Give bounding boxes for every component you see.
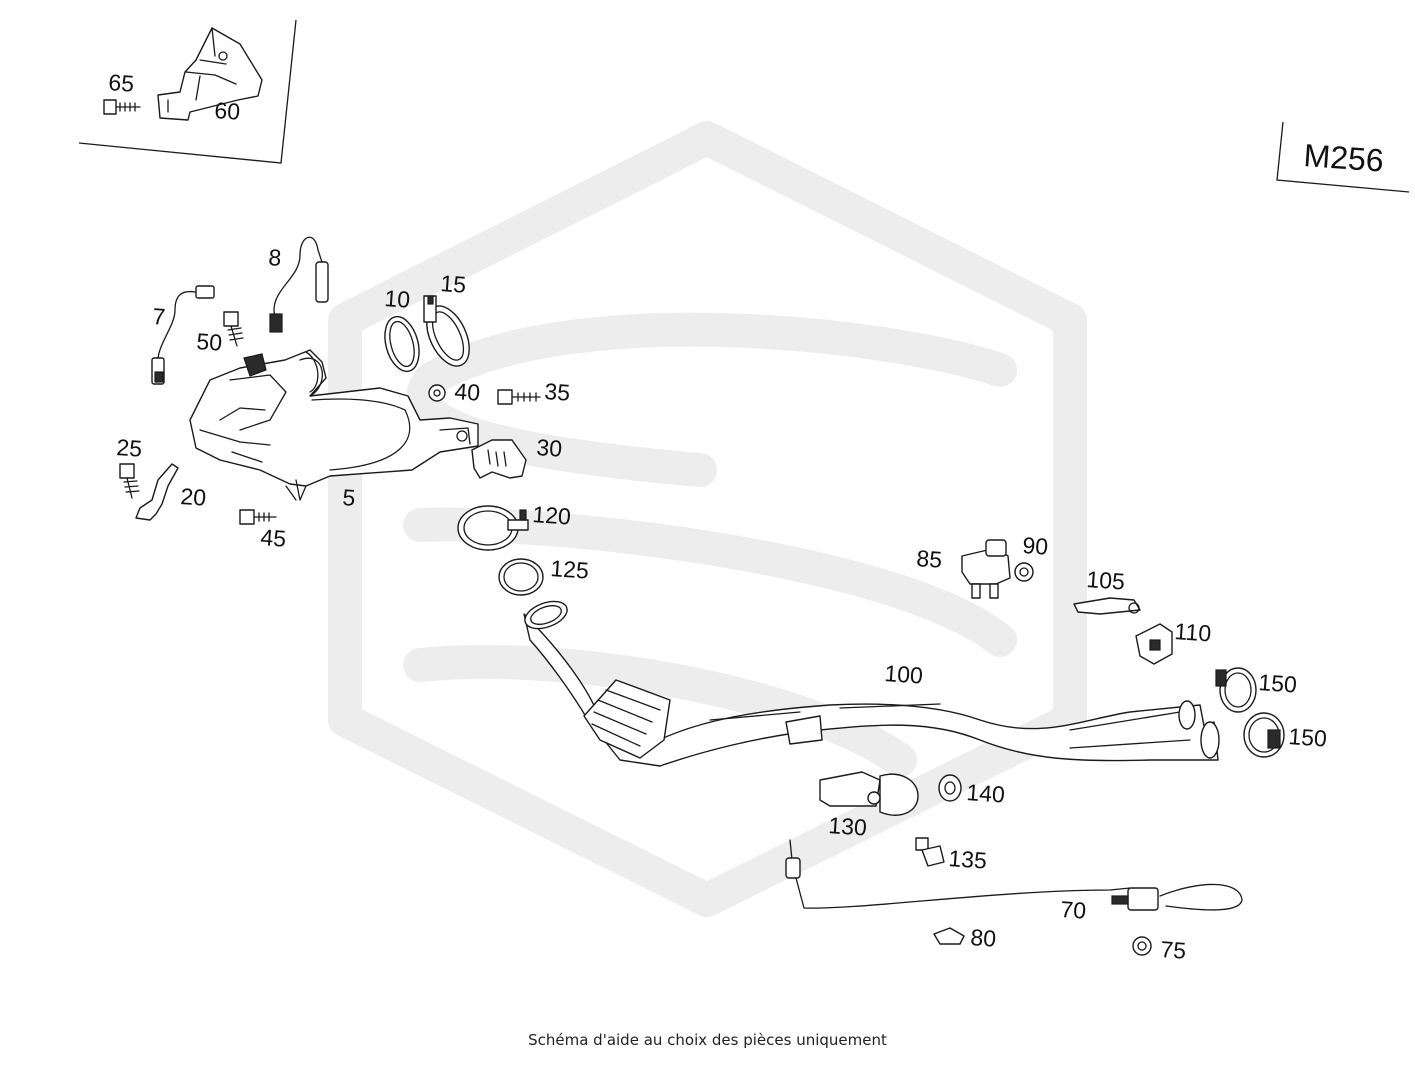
ref-label-90: 90 <box>1022 532 1049 560</box>
clamp-150-lower[interactable] <box>1243 712 1285 758</box>
temperature-sensor-70[interactable] <box>785 839 1243 911</box>
ref-label-50: 50 <box>196 328 223 356</box>
ref-label-150: 150 <box>1258 669 1298 698</box>
nut-90[interactable] <box>1014 562 1034 582</box>
ref-label-45: 45 <box>260 524 287 552</box>
ref-label-7: 7 <box>152 303 167 330</box>
ref-label-100: 100 <box>884 660 924 689</box>
ref-label-140: 140 <box>966 779 1006 808</box>
ref-label-40: 40 <box>454 378 481 406</box>
ref-label-25: 25 <box>116 434 143 462</box>
ref-label-135: 135 <box>948 845 988 874</box>
ref-label-60: 60 <box>214 97 241 125</box>
ref-label-65: 65 <box>108 69 135 97</box>
nut-40[interactable] <box>428 384 446 402</box>
exhaust-pipe-100[interactable] <box>521 596 1220 767</box>
engine-code-label: M256 <box>1303 137 1385 178</box>
bracket-130[interactable] <box>819 771 919 816</box>
ref-label-10: 10 <box>384 285 411 313</box>
clamp-15[interactable] <box>418 295 478 373</box>
engine-code-frame: M256 <box>1276 121 1410 193</box>
bolt-65[interactable] <box>103 99 141 115</box>
bracket-30[interactable] <box>471 439 527 479</box>
catalytic-converter-5[interactable] <box>189 349 479 501</box>
bolt-135[interactable] <box>915 837 945 867</box>
nut-75[interactable] <box>1132 936 1152 956</box>
clamp-150-upper[interactable] <box>1215 667 1257 713</box>
seal-ring-125[interactable] <box>498 558 544 596</box>
bolt-45[interactable] <box>239 509 277 525</box>
bolt-50[interactable] <box>223 311 244 347</box>
ref-label-5: 5 <box>342 484 357 511</box>
footer-note: Schéma d'aide au choix des pièces unique… <box>528 1031 887 1049</box>
ref-label-80: 80 <box>970 924 997 952</box>
ref-label-120: 120 <box>532 501 572 530</box>
inset-frame <box>78 19 297 164</box>
bracket-20[interactable] <box>135 463 179 521</box>
ref-label-130: 130 <box>828 812 868 841</box>
nut-140[interactable] <box>938 774 962 802</box>
bolt-25[interactable] <box>119 463 140 499</box>
seal-ring-10[interactable] <box>379 313 424 375</box>
clamp-120[interactable] <box>457 505 529 551</box>
ref-label-85: 85 <box>916 545 943 573</box>
oxygen-sensor-8[interactable] <box>269 236 329 333</box>
oxygen-sensor-7[interactable] <box>151 285 215 385</box>
ref-label-8: 8 <box>268 244 283 271</box>
ref-label-30: 30 <box>536 434 563 462</box>
bolt-35[interactable] <box>497 389 541 405</box>
ref-label-20: 20 <box>180 483 207 511</box>
ref-label-75: 75 <box>1160 936 1187 964</box>
ref-label-35: 35 <box>544 378 571 406</box>
reference-labels: 5 7 8 10 15 20 25 30 35 40 45 50 60 65 70 75 80 85 90 100 10… <box>108 69 1328 964</box>
pressure-sensor-85[interactable] <box>961 539 1011 599</box>
bracket-105[interactable] <box>1073 597 1141 615</box>
ref-label-150: 150 <box>1288 723 1328 752</box>
ref-label-105: 105 <box>1086 566 1126 595</box>
clip-80[interactable] <box>933 927 965 945</box>
holder-110[interactable] <box>1135 623 1173 665</box>
bracket-60[interactable] <box>157 27 263 121</box>
ref-label-70: 70 <box>1060 896 1087 924</box>
ref-label-15: 15 <box>440 270 467 298</box>
ref-label-125: 125 <box>550 555 590 584</box>
ref-label-110: 110 <box>1174 618 1212 646</box>
